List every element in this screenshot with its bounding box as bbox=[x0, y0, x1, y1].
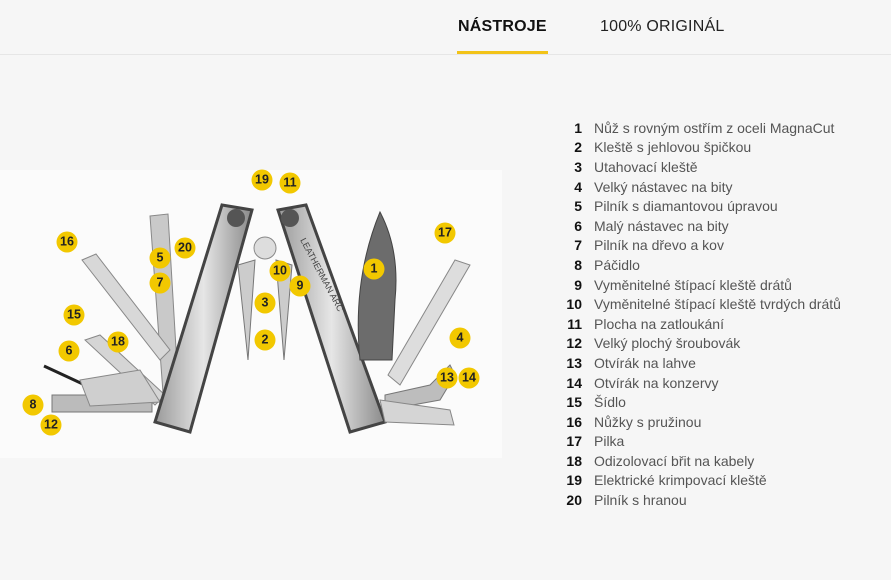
callout-badge-4: 4 bbox=[449, 327, 471, 349]
tool-list-item: 17 Pilka bbox=[560, 432, 841, 452]
tool-list-item: 18 Odizolovací břit na kabely bbox=[560, 451, 841, 471]
tool-number: 8 bbox=[574, 256, 582, 273]
tool-number: 9 bbox=[574, 276, 582, 293]
callout-badge-7: 7 bbox=[149, 272, 171, 294]
tool-list-item: 10 Vyměnitelné štípací kleště tvrdých drá… bbox=[560, 294, 841, 314]
tool-label: Nůžky s pružinou bbox=[594, 413, 702, 430]
tool-list-item: 9 Vyměnitelné štípací kleště drátů bbox=[560, 275, 841, 295]
tool-label: Otvírák na lahve bbox=[594, 354, 696, 371]
callout-badge-5: 5 bbox=[149, 247, 171, 269]
callout-badge-14: 14 bbox=[458, 367, 480, 389]
callout-badge-9: 9 bbox=[289, 275, 311, 297]
callout-badge-19: 19 bbox=[251, 169, 273, 191]
callout-badge-1: 1 bbox=[363, 258, 385, 280]
multitool-illustration: LEATHERMAN ARC bbox=[43, 203, 471, 434]
tool-number: 3 bbox=[574, 158, 582, 175]
tool-list-item: 4 Velký nástavec na bity bbox=[560, 177, 841, 197]
callout-badge-17: 17 bbox=[434, 222, 456, 244]
callout-badge-8: 8 bbox=[22, 394, 44, 416]
tool-label: Velký nástavec na bity bbox=[594, 178, 733, 195]
tool-label: Šídlo bbox=[594, 394, 626, 411]
tool-list-item: 7 Pilník na dřevo a kov bbox=[560, 236, 841, 256]
tool-number: 2 bbox=[574, 139, 582, 156]
tool-number: 1 bbox=[574, 119, 582, 136]
tool-number: 15 bbox=[566, 394, 582, 411]
tool-list-item: 2 Kleště s jehlovou špičkou bbox=[560, 138, 841, 158]
tab-original[interactable]: 100% ORIGINÁL bbox=[600, 18, 725, 35]
callout-badge-6: 6 bbox=[58, 340, 80, 362]
tool-label: Kleště s jehlovou špičkou bbox=[594, 139, 752, 156]
tool-list-item: 1 Nůž s rovným ostřím z oceli MagnaCut bbox=[560, 118, 841, 138]
tool-label: Odizolovací břit na kabely bbox=[594, 452, 755, 469]
tool-number: 5 bbox=[574, 198, 582, 215]
tool-number: 19 bbox=[566, 472, 582, 489]
tool-label: Elektrické krimpovací kleště bbox=[594, 472, 767, 489]
tool-number: 6 bbox=[574, 217, 582, 234]
tool-number: 10 bbox=[566, 296, 582, 313]
tool-number: 14 bbox=[566, 374, 582, 391]
tool-label: Malý nástavec na bity bbox=[594, 217, 729, 234]
tool-number: 18 bbox=[566, 452, 582, 469]
tool-list-item: 5 Pilník s diamantovou úpravou bbox=[560, 196, 841, 216]
tool-number: 20 bbox=[566, 492, 582, 509]
callout-badge-10: 10 bbox=[269, 260, 291, 282]
tool-list-item: 11 Plocha na zatloukání bbox=[560, 314, 841, 334]
tool-label: Utahovací kleště bbox=[594, 158, 698, 175]
callout-badge-15: 15 bbox=[63, 304, 85, 326]
tool-label: Páčidlo bbox=[594, 256, 640, 273]
tool-list-item: 14 Otvírák na konzervy bbox=[560, 373, 841, 393]
tool-label: Vyměnitelné štípací kleště tvrdých drátů bbox=[594, 296, 841, 313]
tool-list-item: 8 Páčidlo bbox=[560, 255, 841, 275]
tab-bar: NÁSTROJE 100% ORIGINÁL bbox=[0, 0, 891, 55]
callout-badge-11: 11 bbox=[279, 172, 301, 194]
callout-badge-13: 13 bbox=[436, 367, 458, 389]
tool-label: Pilník s hranou bbox=[594, 492, 687, 509]
tool-number: 4 bbox=[574, 178, 582, 195]
callout-badge-18: 18 bbox=[107, 331, 129, 353]
tool-number: 13 bbox=[566, 354, 582, 371]
tool-list-item: 15 Šídlo bbox=[560, 392, 841, 412]
tool-label: Pilník s diamantovou úpravou bbox=[594, 198, 778, 215]
tool-label: Pilník na dřevo a kov bbox=[594, 237, 724, 254]
tool-number: 11 bbox=[567, 315, 582, 332]
tool-number: 16 bbox=[566, 413, 582, 430]
tool-list-item: 20 Pilník s hranou bbox=[560, 490, 841, 510]
tool-list-item: 12 Velký plochý šroubovák bbox=[560, 334, 841, 354]
tool-list: 1 Nůž s rovným ostřím z oceli MagnaCut 2 Kl… bbox=[560, 118, 841, 510]
tool-number: 17 bbox=[566, 433, 582, 450]
callout-badge-16: 16 bbox=[56, 231, 78, 253]
tool-number: 7 bbox=[574, 237, 582, 254]
tool-label: Vyměnitelné štípací kleště drátů bbox=[594, 276, 792, 293]
callout-badge-12: 12 bbox=[40, 414, 62, 436]
tab-nastroje[interactable]: NÁSTROJE bbox=[457, 18, 548, 54]
callout-badge-3: 3 bbox=[254, 292, 276, 314]
tool-list-item: 3 Utahovací kleště bbox=[560, 157, 841, 177]
tool-label: Otvírák na konzervy bbox=[594, 374, 719, 391]
callout-badge-2: 2 bbox=[254, 329, 276, 351]
tool-list-item: 19 Elektrické krimpovací kleště bbox=[560, 471, 841, 491]
tool-number: 12 bbox=[566, 335, 582, 352]
callout-badge-20: 20 bbox=[174, 237, 196, 259]
tool-list-item: 13 Otvírák na lahve bbox=[560, 353, 841, 373]
tool-label: Nůž s rovným ostřím z oceli MagnaCut bbox=[594, 119, 835, 136]
tool-list-item: 6 Malý nástavec na bity bbox=[560, 216, 841, 236]
tool-label: Plocha na zatloukání bbox=[594, 315, 724, 332]
tool-label: Pilka bbox=[594, 433, 625, 450]
tool-label: Velký plochý šroubovák bbox=[594, 335, 741, 352]
tool-list-item: 16 Nůžky s pružinou bbox=[560, 412, 841, 432]
